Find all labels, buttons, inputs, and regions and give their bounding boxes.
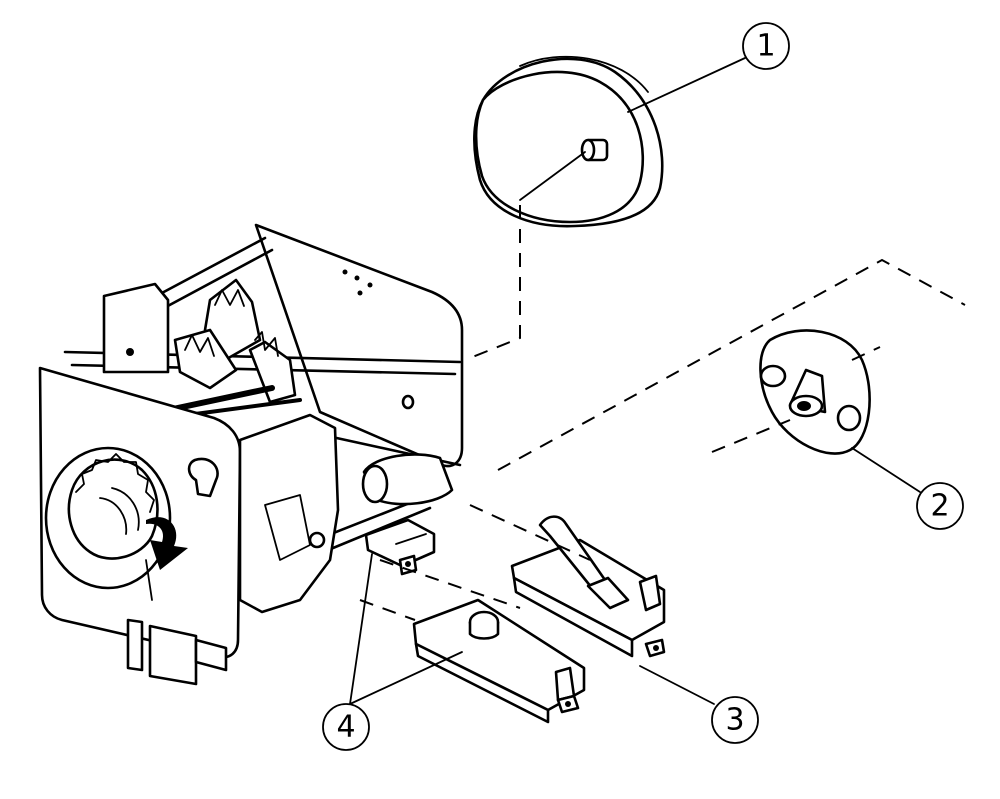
part-2-flange bbox=[759, 329, 871, 455]
callout-1-label: 1 bbox=[756, 29, 775, 64]
alignment-lines bbox=[359, 205, 966, 621]
callout-2: 2 bbox=[916, 482, 964, 530]
callout-3-label: 3 bbox=[725, 703, 744, 738]
callout-3: 3 bbox=[711, 696, 759, 744]
leader-lines bbox=[349, 57, 921, 705]
callout-4: 4 bbox=[322, 703, 370, 751]
callout-1: 1 bbox=[742, 22, 790, 70]
part-1-cam-disc bbox=[473, 55, 664, 228]
part-3-lever-switch bbox=[510, 515, 666, 658]
part-4-switches bbox=[364, 518, 586, 724]
callout-2-label: 2 bbox=[930, 489, 949, 524]
callout-4-label: 4 bbox=[336, 710, 355, 745]
main-chassis bbox=[38, 223, 464, 686]
